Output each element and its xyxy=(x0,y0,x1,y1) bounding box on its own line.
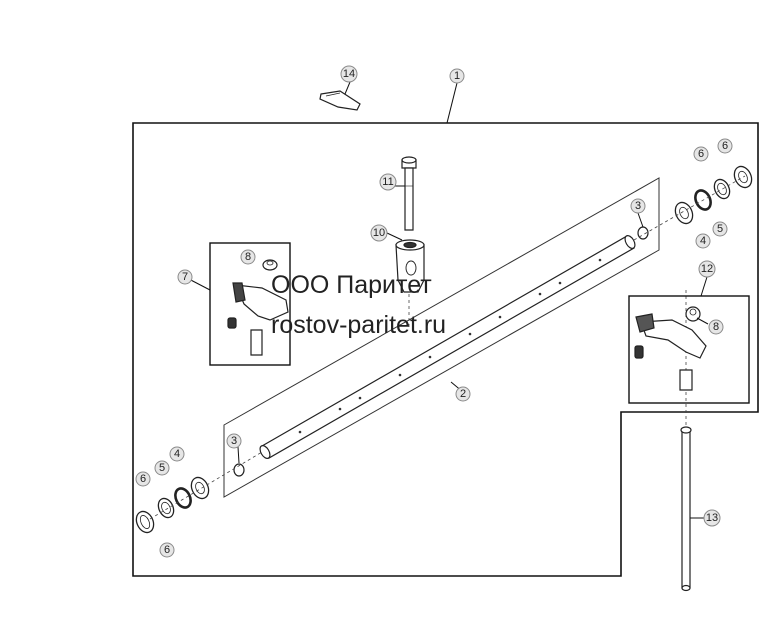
rocker-shaft-box xyxy=(223,177,660,498)
callout-14-bubble xyxy=(340,65,358,83)
rocker-shaft xyxy=(259,235,636,459)
callout-4-right: 4 xyxy=(695,233,711,249)
callout-6-left-bottom-label: 6 xyxy=(164,544,170,556)
callout-2-label: 2 xyxy=(460,388,466,400)
callout-4-left-label: 4 xyxy=(174,448,180,460)
rocker-inset-left xyxy=(209,242,291,366)
callout-3-left-label: 3 xyxy=(231,435,237,447)
callout-6-left-bottom: 6 xyxy=(159,542,175,558)
callout-8-left: 8 xyxy=(240,249,256,265)
callout-11: 11 xyxy=(379,173,397,191)
callout-12: 12 xyxy=(698,260,716,278)
callout-10-bubble xyxy=(370,224,388,242)
callout-10-label: 10 xyxy=(373,227,385,239)
callout-5-right: 5 xyxy=(712,221,728,237)
callout-2: 2 xyxy=(455,386,471,402)
callout-6-right-b: 6 xyxy=(717,138,733,154)
callout-13: 13 xyxy=(703,509,721,527)
callout-3-right: 3 xyxy=(630,198,646,214)
callout-8-right-label: 8 xyxy=(713,321,719,333)
callout-7-label: 7 xyxy=(182,271,188,283)
callout-11-label: 11 xyxy=(382,176,393,188)
rocker-arm-left xyxy=(227,259,289,356)
callout-6-left-bottom-bubble xyxy=(159,542,175,558)
callout-12-label: 12 xyxy=(701,263,713,275)
callout-1-label: 1 xyxy=(454,70,460,82)
callout-3-right-label: 3 xyxy=(635,200,641,212)
callout-13-label: 13 xyxy=(706,512,718,524)
callout-10: 10 xyxy=(370,224,388,242)
callout-11-bubble xyxy=(379,173,397,191)
callout-4-left-bubble xyxy=(169,446,185,462)
assembly-frame xyxy=(132,122,759,577)
callout-3-right-bubble xyxy=(630,198,646,214)
callout-5-left: 5 xyxy=(154,460,170,476)
callout-6-left-top: 6 xyxy=(135,471,151,487)
callout-4-right-label: 4 xyxy=(700,235,706,247)
callout-14: 14 xyxy=(340,65,358,83)
callout-5-left-bubble xyxy=(154,460,170,476)
rocker-support xyxy=(395,239,425,293)
rocker-arm-right xyxy=(634,306,707,391)
callout-2-bubble xyxy=(455,386,471,402)
callout-3-left-bubble xyxy=(226,433,242,449)
callout-8-right: 8 xyxy=(708,319,724,335)
callout-12-bubble xyxy=(698,260,716,278)
callout-1: 1 xyxy=(449,68,465,84)
watermark-company: ООО Паритет xyxy=(271,271,432,299)
retaining-clip xyxy=(319,90,361,111)
callout-14-label: 14 xyxy=(343,68,355,80)
callout-7-bubble xyxy=(177,269,193,285)
callout-6-left-top-label: 6 xyxy=(140,473,146,485)
watermark-site: rostov-paritet.ru xyxy=(271,311,446,339)
push-rod xyxy=(680,426,692,592)
callout-8-left-bubble xyxy=(240,249,256,265)
callout-6-right-a-bubble xyxy=(693,146,709,162)
callouts: 1 2 3 3 4 4 5 5 6 6 6 6 7 8 8 10 11 12 1… xyxy=(135,65,733,558)
callout-3-left: 3 xyxy=(226,433,242,449)
bolt xyxy=(401,156,417,231)
callout-7: 7 xyxy=(177,269,193,285)
callout-6-right-b-bubble xyxy=(717,138,733,154)
callout-4-right-bubble xyxy=(695,233,711,249)
callout-4-left: 4 xyxy=(169,446,185,462)
callout-8-right-bubble xyxy=(708,319,724,335)
callout-5-right-label: 5 xyxy=(717,223,723,235)
callout-1-bubble xyxy=(449,68,465,84)
callout-6-right-a: 6 xyxy=(693,146,709,162)
callout-5-right-bubble xyxy=(712,221,728,237)
callout-13-bubble xyxy=(703,509,721,527)
callout-6-right-b-label: 6 xyxy=(722,140,728,152)
callout-8-left-label: 8 xyxy=(245,251,251,263)
end-plug-left xyxy=(233,463,245,477)
callout-6-right-a-label: 6 xyxy=(698,148,704,160)
callout-5-left-label: 5 xyxy=(159,462,165,474)
callout-6-left-top-bubble xyxy=(135,471,151,487)
right-washer-stack xyxy=(674,165,753,225)
rocker-inset-right xyxy=(628,295,750,404)
